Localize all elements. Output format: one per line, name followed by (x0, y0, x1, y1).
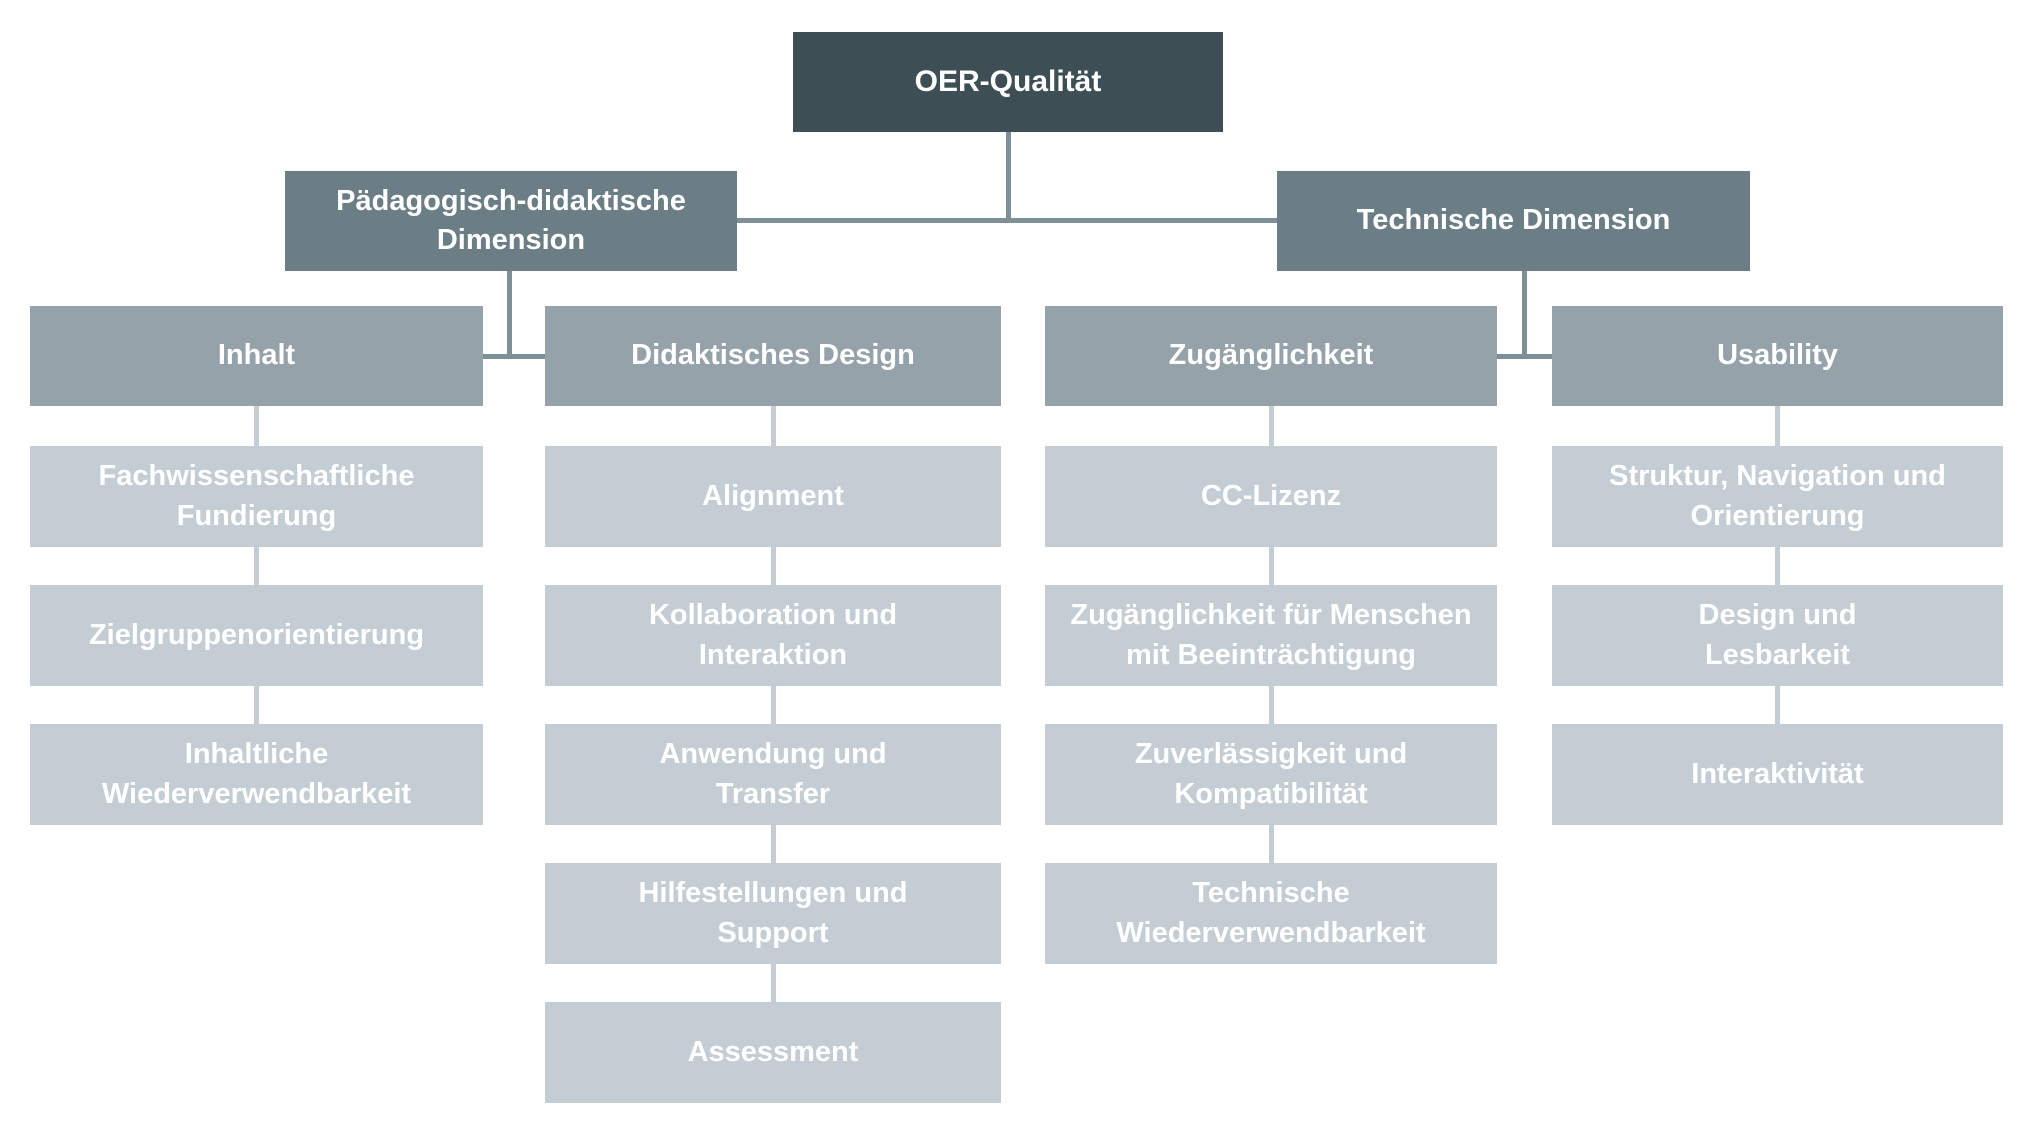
connector-technisch-drop (1522, 271, 1527, 359)
box-usability: Usability (1552, 306, 2003, 406)
box-hilfestellungen-und-support: Hilfestellungen und Support (545, 863, 1001, 964)
box-oer-qualitaet: OER-Qualität (793, 32, 1223, 132)
box-zugaenglichkeit: Zugänglichkeit (1045, 306, 1497, 406)
box-alignment: Alignment (545, 446, 1001, 547)
connector-inhalt-didaktisch (483, 354, 545, 359)
box-assessment: Assessment (545, 1002, 1001, 1103)
box-anwendung-und-transfer: Anwendung und Transfer (545, 724, 1001, 825)
connector-paedagogisch-drop (507, 271, 512, 359)
box-technische-dimension: Technische Dimension (1277, 171, 1750, 271)
connector-zugaenglichkeit-usability (1497, 354, 1552, 359)
box-design-und-lesbarkeit: Design und Lesbarkeit (1552, 585, 2003, 686)
connector-root-vertical (1006, 132, 1011, 223)
box-struktur-navigation-orientierung: Struktur, Navigation und Orientierung (1552, 446, 2003, 547)
box-inhalt: Inhalt (30, 306, 483, 406)
box-paedagogisch-didaktische-dimension: Pädagogisch-didaktische Dimension (285, 171, 737, 271)
connector-dimensions-horizontal (737, 218, 1277, 223)
box-inhaltliche-wiederverwendbarkeit: Inhaltliche Wiederverwendbarkeit (30, 724, 483, 825)
box-cc-lizenz: CC-Lizenz (1045, 446, 1497, 547)
box-kollaboration-und-interaktion: Kollaboration und Interaktion (545, 585, 1001, 686)
box-zielgruppenorientierung: Zielgruppenorientierung (30, 585, 483, 686)
box-interaktivitaet: Interaktivität (1552, 724, 2003, 825)
box-zuverlaessigkeit-und-kompatibilitaet: Zuverlässigkeit und Kompatibilität (1045, 724, 1497, 825)
box-zugaenglichkeit-fuer-menschen: Zugänglichkeit für Menschen mit Beeinträ… (1045, 585, 1497, 686)
box-fachwissenschaftliche-fundierung: Fachwissenschaftliche Fundierung (30, 446, 483, 547)
box-didaktisches-design: Didaktisches Design (545, 306, 1001, 406)
box-technische-wiederverwendbarkeit: Technische Wiederverwendbarkeit (1045, 863, 1497, 964)
